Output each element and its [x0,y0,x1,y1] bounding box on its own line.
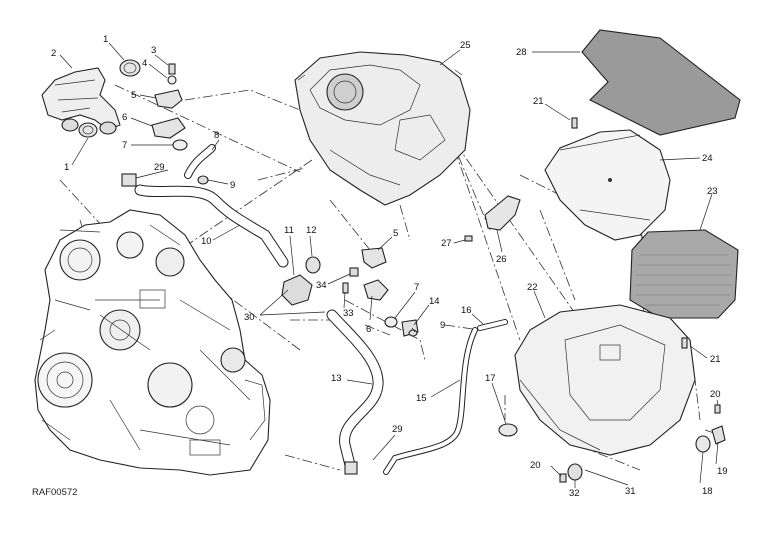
callout-28: 28 [516,47,527,58]
callout-27: 27 [441,238,452,249]
callout-7-mid: 7 [414,282,419,293]
screw-27 [464,235,473,242]
grommet-12 [305,256,321,274]
callout-5-mid: 5 [393,228,398,239]
clip-9-top [197,175,209,185]
screw-3 [168,63,176,75]
callout-20-left: 20 [530,460,541,471]
callout-18: 18 [702,486,713,497]
callout-23: 23 [707,186,718,197]
valve-11 [281,274,313,306]
callout-17: 17 [485,373,496,384]
hose-8 [184,144,216,179]
callout-4: 4 [142,58,147,69]
grommet-32 [567,463,583,481]
clip-7-mid [384,316,398,328]
screw-33 [342,282,349,294]
screw-21-top [571,117,578,129]
callout-33: 33 [343,308,354,319]
valve-bracket-6-top [151,117,186,139]
washer-4 [167,75,177,85]
clip-34 [349,267,359,277]
callout-19: 19 [717,466,728,477]
callout-29-bottom: 29 [392,424,403,435]
callout-29: 29 [154,162,165,173]
callout-22: 22 [527,282,538,293]
bracket-6-mid [363,279,389,301]
callout-9-mid: 9 [440,320,445,331]
drain-plug-17 [498,423,518,437]
hose-15 [383,327,478,475]
fitting-29-top [121,173,137,187]
fitting-29-bottom [344,461,358,475]
hose-13 [326,309,384,471]
callout-8: 8 [214,130,219,141]
bracket-5-top [154,89,183,109]
callout-14: 14 [429,296,440,307]
diagram-reference-code: RAF00572 [32,487,77,498]
fitting-19 [711,425,726,445]
callout-25: 25 [460,40,471,51]
callout-labels: 1 2 3 4 5 6 7 8 29 9 1 10 25 28 21 24 23… [51,34,728,499]
screw-21-bottom [681,337,688,349]
callout-20-right: 20 [710,389,721,400]
callout-21-bottom: 21 [710,354,721,365]
clip-9-mid [408,329,418,337]
callout-1-lower: 1 [64,162,69,173]
air-filter-23 [629,229,739,319]
callout-10: 10 [201,236,212,247]
airbox-cover-25 [294,51,471,206]
hose-16 [477,319,508,331]
callout-1: 1 [103,34,108,45]
screw-20-left [559,473,567,483]
callout-2: 2 [51,48,56,59]
callout-31: 31 [625,486,636,497]
foam-pad-28 [581,29,741,136]
callout-3: 3 [151,45,156,56]
callout-30: 30 [244,312,255,323]
callout-6: 6 [122,112,127,123]
engine-block [34,209,271,476]
hose-clamp-1-top [119,59,141,77]
clip-7-top [172,139,188,151]
callout-16: 16 [461,305,472,316]
filter-cover-24 [544,129,671,241]
callout-21-top: 21 [533,96,544,107]
callout-13: 13 [331,373,342,384]
callout-6-mid: 6 [366,324,371,335]
callout-34: 34 [316,280,327,291]
callout-24: 24 [702,153,713,164]
airbox-base-22 [514,304,696,456]
intake-duct [41,67,121,135]
bracket-26 [484,195,521,231]
callout-26: 26 [496,254,507,265]
callout-15: 15 [416,393,427,404]
screw-20-right [714,404,721,414]
hose-10 [134,184,289,268]
callout-9: 9 [230,180,235,191]
hose-clamp-1-bottom [78,122,98,138]
callout-12: 12 [306,225,317,236]
callout-5: 5 [131,90,136,101]
callout-11: 11 [284,225,294,236]
callout-32: 32 [569,488,580,499]
bracket-18 [695,435,711,453]
leader-lines [59,42,719,488]
callout-7: 7 [122,140,127,151]
bracket-5-mid [361,247,387,269]
